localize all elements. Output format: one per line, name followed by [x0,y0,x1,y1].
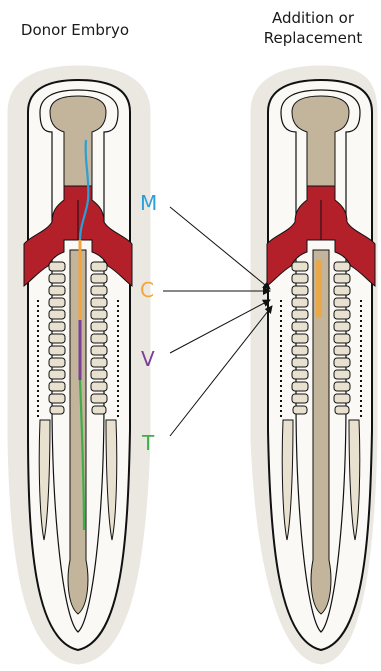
segment-label-t: T [142,432,154,454]
host-embryo [251,66,377,664]
donor-notochord [68,250,88,614]
host-grafted-segment [316,260,322,318]
segment-label-c: C [140,279,154,301]
segment-label-m: M [140,192,157,214]
segment-label-v: V [141,348,155,370]
donor-embryo [8,66,150,664]
